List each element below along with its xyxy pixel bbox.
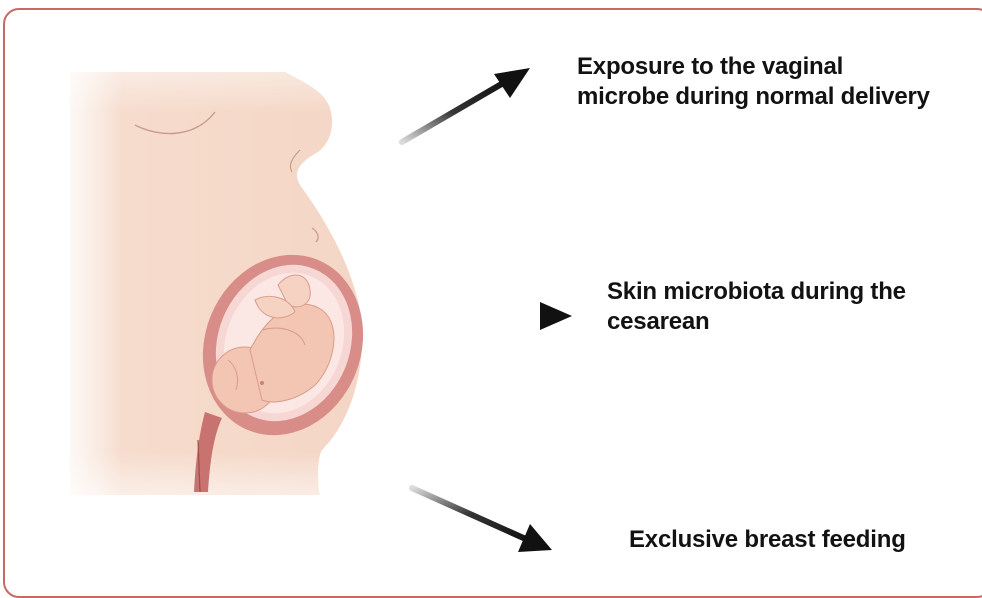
arrow-to-cesarean-label	[420, 302, 572, 330]
arrow-to-breastfeeding-label	[412, 488, 552, 552]
arrow-to-vaginal-label	[402, 68, 530, 142]
pregnant-woman-icon	[60, 60, 390, 505]
vaginal-label-line1: Exposure to the vaginal	[577, 52, 977, 82]
cesarean-label: Skin microbiota during the cesarean	[607, 277, 967, 337]
vaginal-label-line2: microbe during normal delivery	[577, 82, 977, 112]
breastfeeding-label: Exclusive breast feeding	[629, 525, 969, 555]
cesarean-label-line1: Skin microbiota during the	[607, 277, 967, 307]
vaginal-delivery-label: Exposure to the vaginal microbe during n…	[577, 52, 977, 112]
cesarean-label-line2: cesarean	[607, 307, 967, 337]
